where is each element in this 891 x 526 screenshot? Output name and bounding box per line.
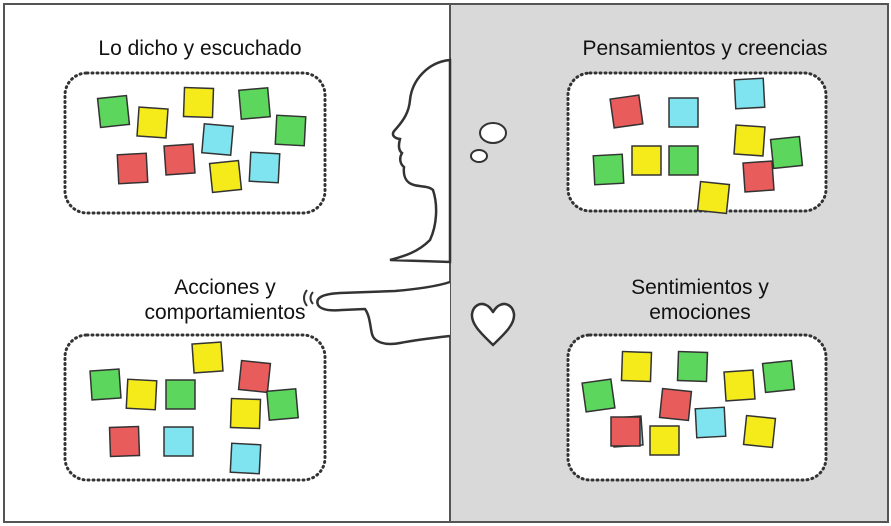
sticky-note [96,94,131,129]
sticky-note [265,387,300,422]
sticky-note [163,143,196,176]
quadrant-title-actions-behaviors: Acciones y comportamientos [110,275,340,325]
sticky-note [769,135,804,170]
pointing-hand-icon [316,280,451,346]
sticky-note [237,359,272,394]
quadrant-title-line: Sentimientos y [631,276,769,299]
quadrant-title-thoughts-beliefs: Pensamientos y creencias [540,36,870,61]
heart-icon [470,302,516,347]
sticky-note [694,406,727,439]
sticky-note [237,86,272,121]
sticky-note [742,414,777,449]
head-silhouette-icon [389,58,452,264]
sticky-note [229,397,262,430]
quadrant-title-line: Lo dicho y escuchado [98,37,302,60]
quadrant-title-line: Pensamientos y creencias [582,37,828,60]
sticky-note [723,369,756,402]
sticky-note [696,180,731,215]
sticky-note [649,425,680,456]
sticky-note [163,426,194,457]
sticky-note [108,425,141,458]
sticky-note [581,378,616,413]
sticky-note [631,145,662,176]
sticky-note [610,416,641,447]
sticky-note [761,359,796,394]
quadrant-title-line: Acciones y [174,276,276,299]
sticky-note [668,145,699,176]
sticky-note [274,114,307,147]
sticky-note [229,442,262,475]
sticky-note [89,368,122,401]
sticky-note [208,159,243,194]
sticky-note [658,387,693,422]
quadrant-title-line: emociones [649,301,751,325]
sticky-note [733,124,766,157]
sticky-notes-layer [89,77,804,475]
sticky-note [668,97,699,128]
sticky-note [191,341,224,374]
quadrant-title-line: comportamientos [144,301,306,325]
sticky-note [136,106,169,139]
sticky-note [733,77,766,110]
sticky-note [125,378,158,411]
sticky-note [165,379,196,410]
sticky-note [116,152,149,185]
quadrant-title-said-heard: Lo dicho y escuchado [70,36,330,61]
sticky-note [248,151,281,184]
quadrant-title-feelings-emotions: Sentimientos y emociones [575,275,825,325]
sticky-note [609,94,644,129]
sticky-note [742,160,775,193]
sticky-note [620,350,653,383]
motion-lines-icon [303,289,314,307]
sticky-note [676,350,709,383]
thought-bubble-icon [470,122,507,163]
sticky-note [200,122,235,157]
sticky-note [182,86,215,119]
sticky-note [592,153,625,186]
